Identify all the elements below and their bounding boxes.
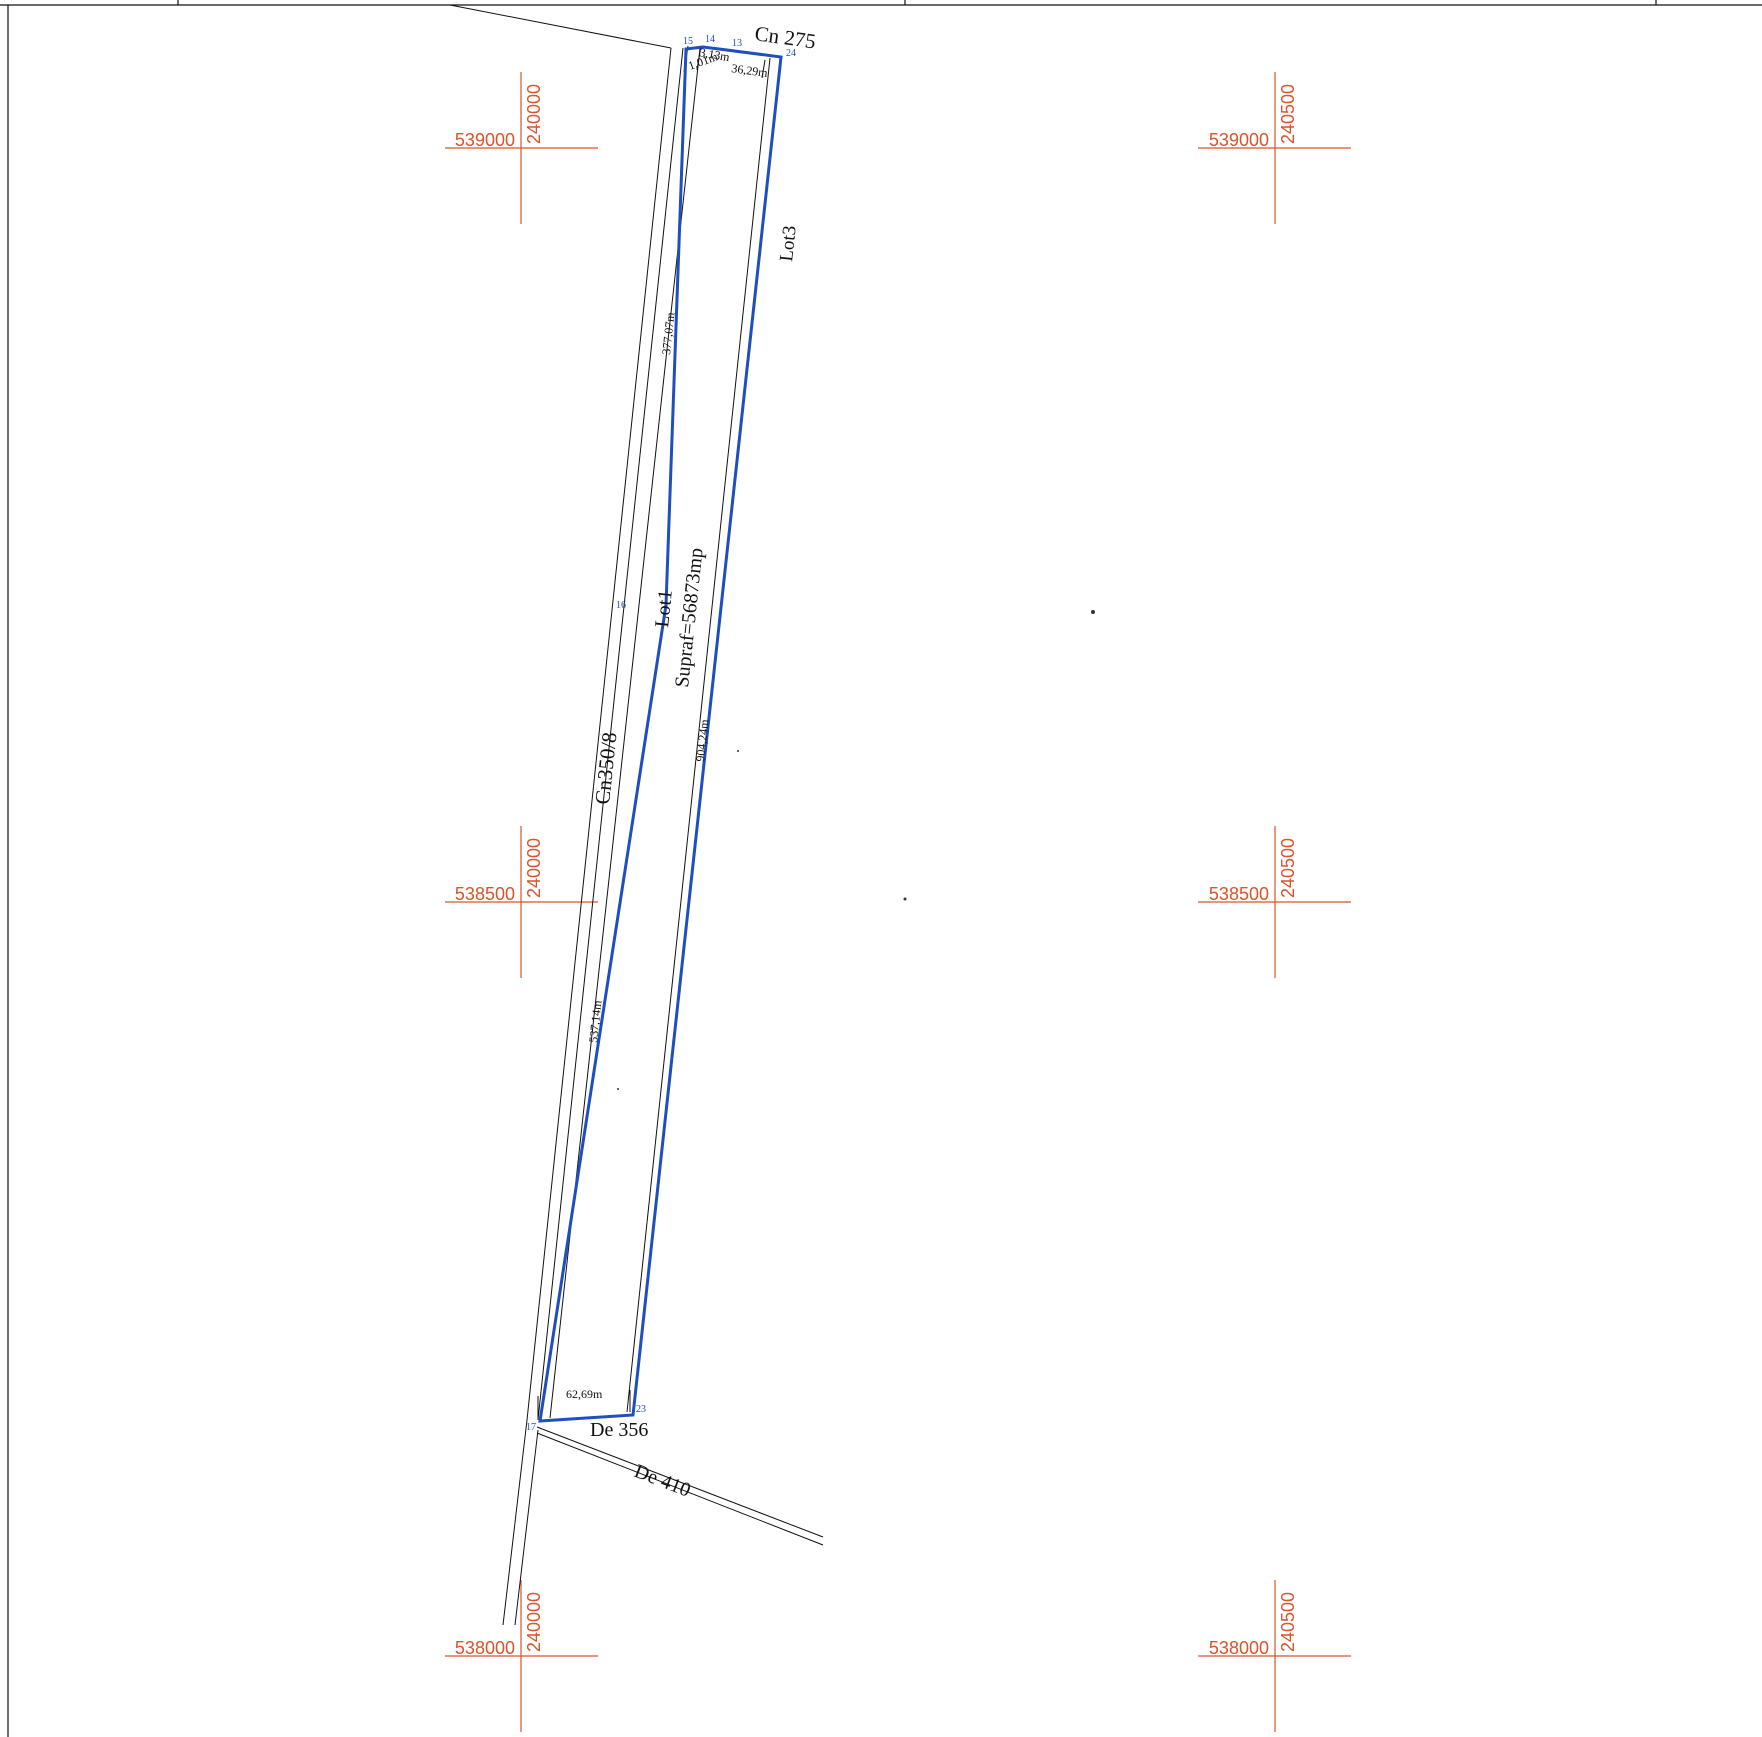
- boundary-line: [514, 1429, 539, 1626]
- grid-northing-label: 538000: [1209, 1638, 1269, 1658]
- dim-tick: [761, 59, 766, 79]
- road-label-de356: De 356: [590, 1419, 648, 1441]
- inner-line-lot3: [626, 57, 771, 1413]
- point-labels: 15 14 13 24 16 17 23: [526, 34, 796, 1433]
- dim-tick: [696, 45, 702, 71]
- dimension-label: 62,69m: [566, 1387, 603, 1401]
- grid-easting-label: 240000: [524, 84, 544, 144]
- grid-northing-label: 538500: [455, 884, 515, 904]
- point-label: 23: [636, 1404, 646, 1415]
- point-label: 24: [786, 48, 796, 59]
- road-de410-line: [536, 1432, 824, 1546]
- neighbour-label-cn3508: Cn350/8: [590, 731, 621, 805]
- dimension-labels: 1,01m 3,13m 36,29m 377,07m 904,24m 537,1…: [566, 45, 769, 1401]
- boundary-line-cn350: [537, 47, 684, 1421]
- grid-easting-label: 240500: [1278, 84, 1298, 144]
- road-de410-line: [536, 1426, 824, 1538]
- grid-labels: 539000 240000 539000 240500 538500 24000…: [455, 84, 1298, 1658]
- scan-speck: [1091, 610, 1095, 614]
- point-label: 16: [616, 600, 626, 611]
- parcel-lot1-outline[interactable]: [538, 45, 783, 1423]
- boundary-line: [449, 4, 672, 49]
- boundary-line: [502, 1419, 528, 1626]
- dimension-label: 377,07m: [659, 311, 677, 355]
- grid-easting-label: 240000: [524, 1592, 544, 1652]
- grid-easting-label: 240500: [1278, 1592, 1298, 1652]
- grid-northing-label: 538000: [455, 1638, 515, 1658]
- dimension-label: 3,13m: [698, 45, 731, 64]
- neighbour-label-cn275: Cn 275: [753, 21, 817, 53]
- point-label: 13: [732, 38, 742, 49]
- scan-marks: [617, 610, 1095, 1090]
- grid-northing-label: 539000: [1209, 130, 1269, 150]
- scan-speck: [617, 1088, 619, 1090]
- grid-northing-label: 538500: [1209, 884, 1269, 904]
- point-label: 14: [705, 34, 715, 45]
- scan-speck: [737, 750, 739, 752]
- parcel-label-lot1: Lot1: [651, 589, 677, 629]
- boundary-line-cn350: [526, 47, 672, 1421]
- grid-northing-label: 539000: [455, 130, 515, 150]
- dimension-label: 904,24m: [693, 718, 711, 762]
- scan-speck: [903, 897, 907, 901]
- dimension-label: 36,29m: [731, 61, 770, 80]
- grid-easting-label: 240500: [1278, 838, 1298, 898]
- point-label: 15: [683, 36, 693, 47]
- coordinate-grid: [445, 72, 1351, 1732]
- parcel-area-label: Supraf=56873mp: [671, 547, 708, 689]
- grid-easting-label: 240000: [524, 838, 544, 898]
- neighbour-label-lot3: Lot3: [776, 225, 801, 263]
- road-label-de410: De 410: [631, 1460, 693, 1501]
- point-label: 17: [526, 1422, 536, 1433]
- dimension-label: 537,14m: [586, 999, 604, 1043]
